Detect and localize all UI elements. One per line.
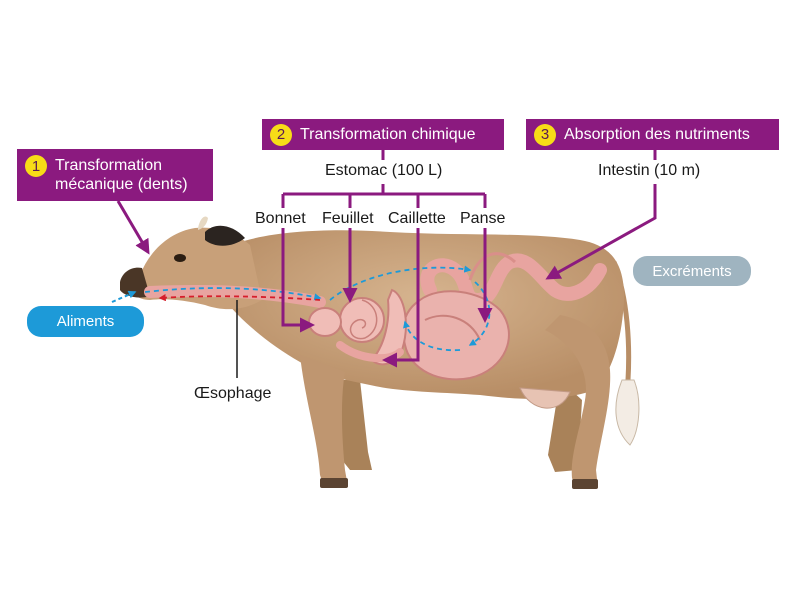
- compartment-label-feuillet: Feuillet: [322, 210, 374, 227]
- compartment-label-caillette: Caillette: [388, 210, 446, 227]
- step-label-line1: Transformation: [55, 157, 162, 174]
- step-mechanical-transformation: 1 Transformation mécanique (dents): [17, 149, 213, 201]
- compartment-label-panse: Panse: [460, 210, 506, 227]
- step-label: Transformation mécanique (dents): [55, 156, 188, 194]
- stomach-label: Estomac (100 L): [325, 162, 443, 179]
- step-number-badge: 3: [534, 123, 556, 146]
- step-label: Absorption des nutriments: [564, 126, 750, 143]
- step-number-badge: 1: [25, 155, 47, 177]
- step-label: Transformation chimique: [300, 126, 476, 143]
- step-chemical-transformation: 2 Transformation chimique: [262, 119, 504, 150]
- food-input-pill: Aliments: [27, 306, 144, 337]
- excrement-output-pill: Excréments: [633, 256, 751, 286]
- step-number-badge: 2: [270, 123, 292, 146]
- connector-lines: [116, 150, 657, 368]
- step-label-line2: mécanique (dents): [55, 176, 188, 193]
- compartment-label-bonnet: Bonnet: [255, 210, 306, 227]
- esophagus-label: Œsophage: [194, 385, 272, 402]
- step-nutrient-absorption: 3 Absorption des nutriments: [526, 119, 779, 150]
- intestine-label: Intestin (10 m): [598, 162, 701, 179]
